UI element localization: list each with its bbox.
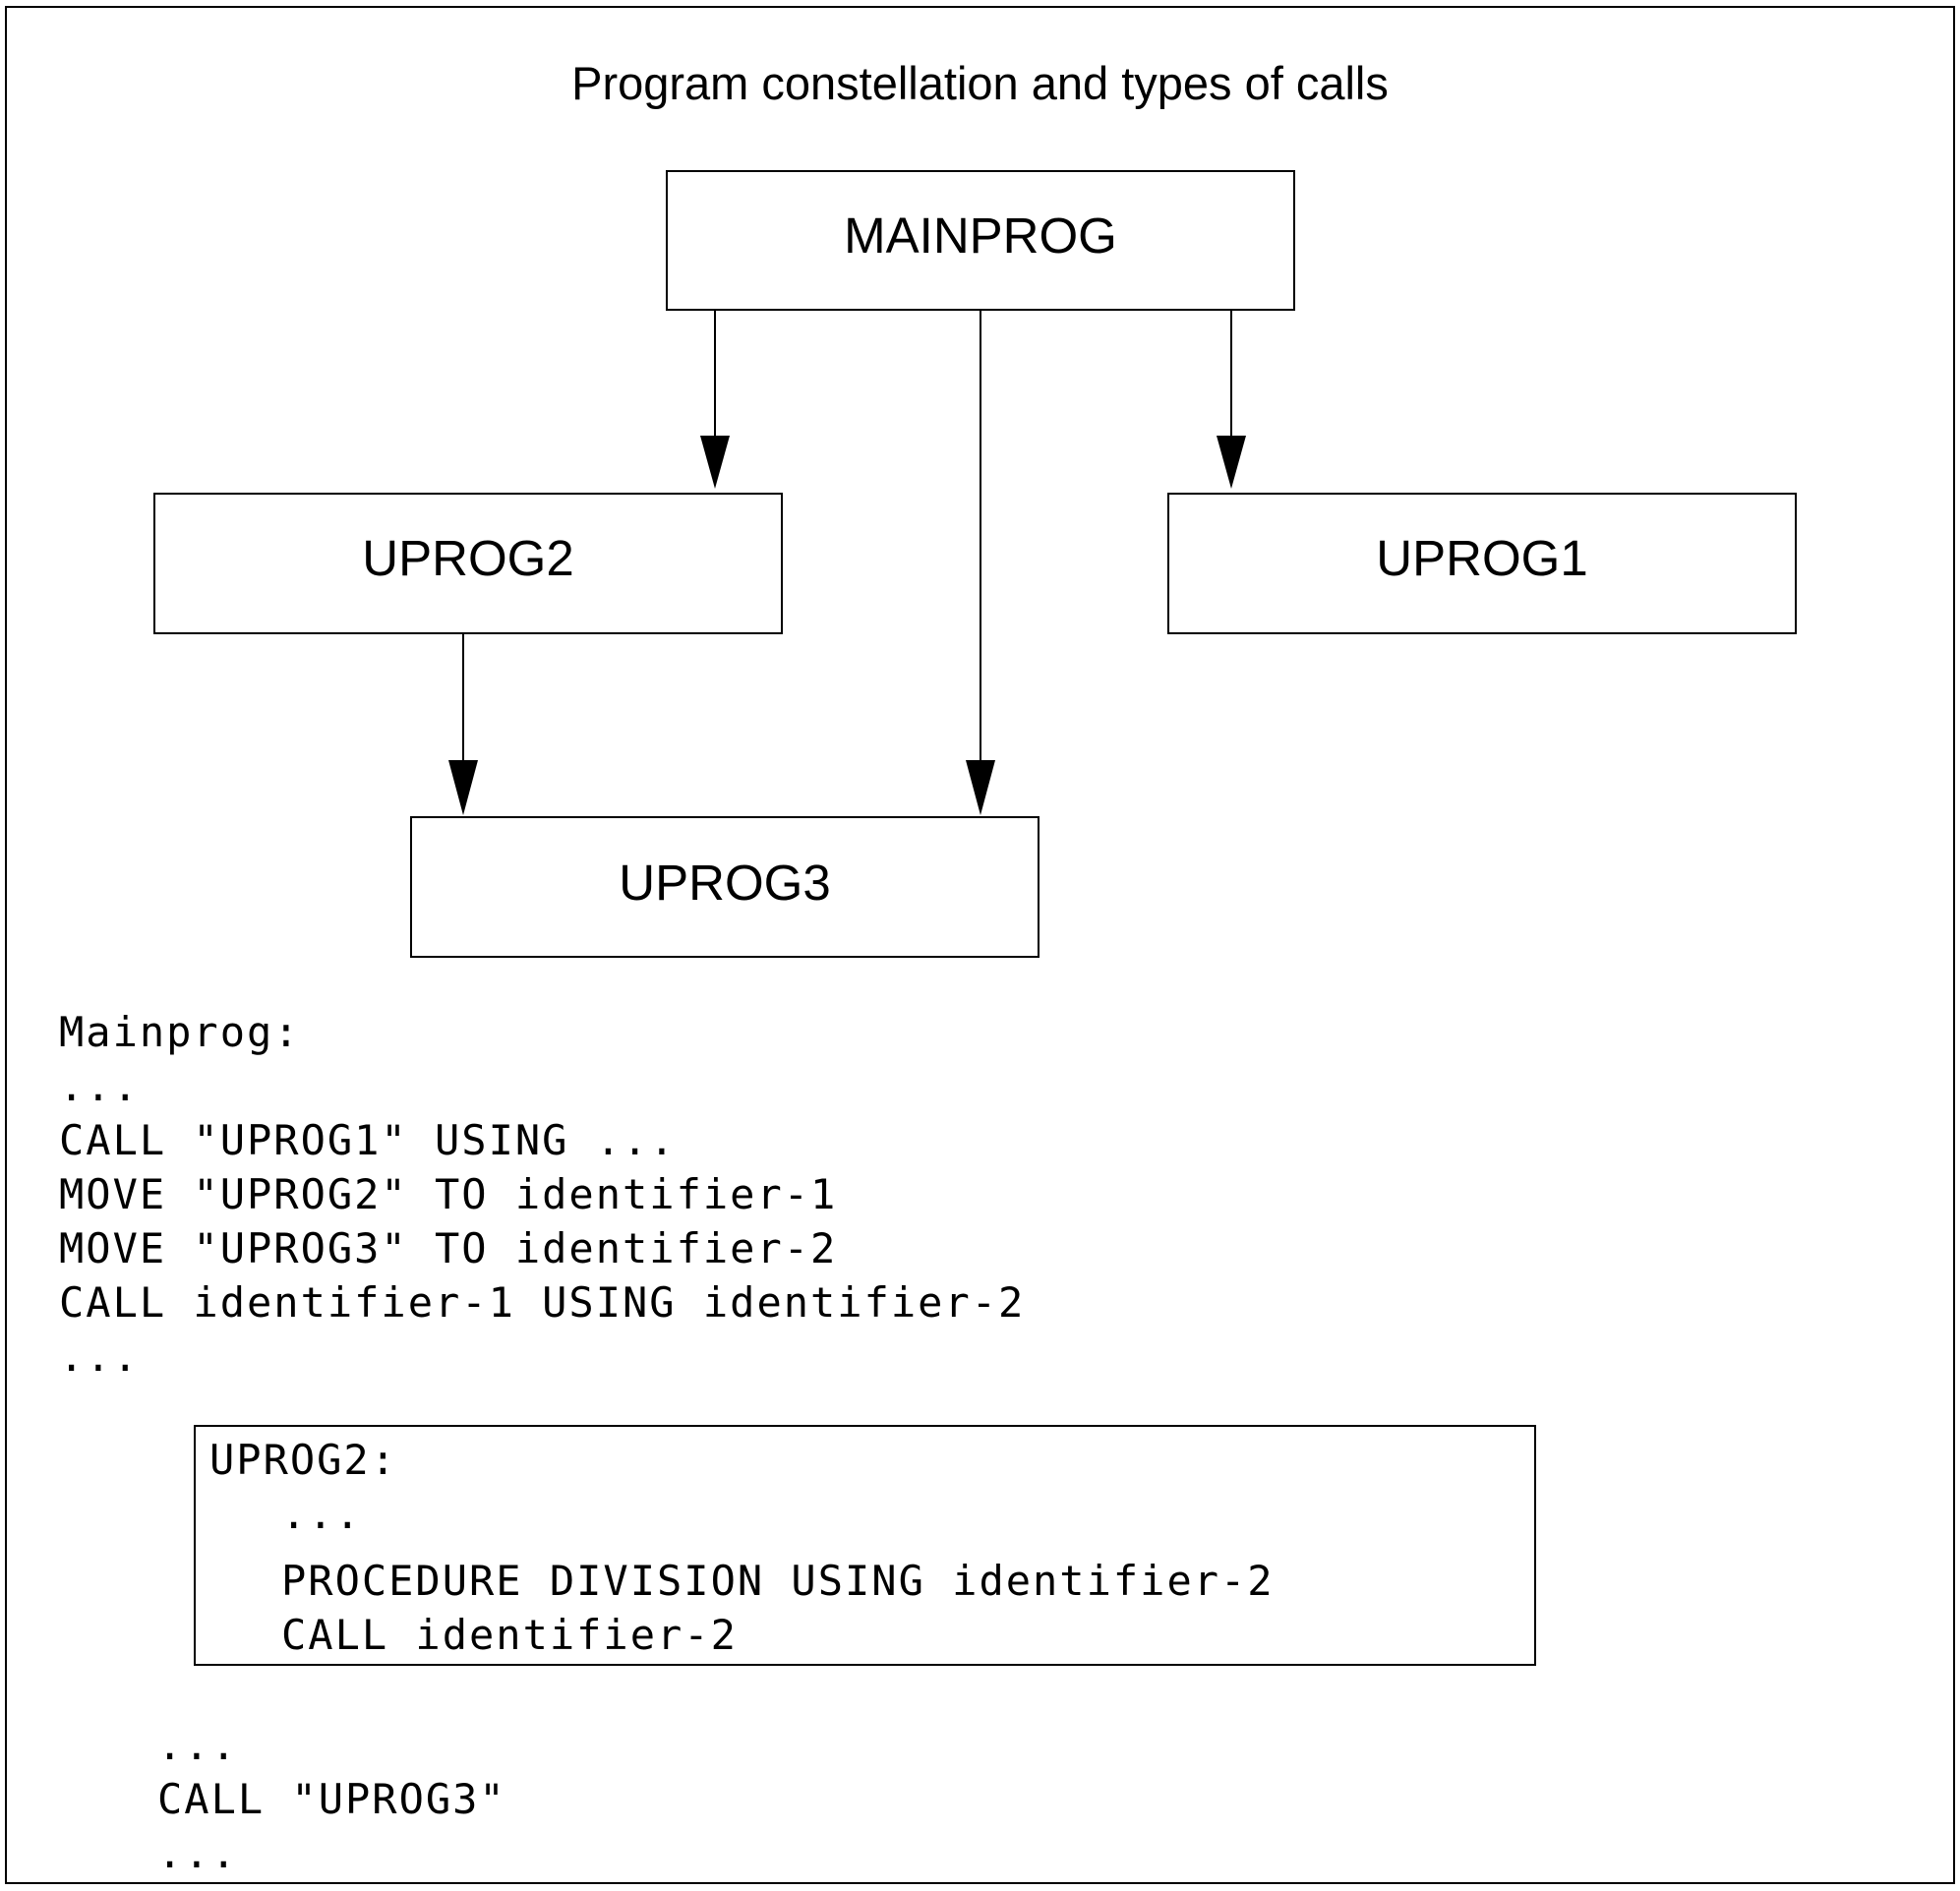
uprog2-code-line: ... [281, 1490, 362, 1538]
arrow-uprog2-uprog3-head [448, 760, 478, 815]
uprog2-label: UPROG2 [362, 530, 574, 586]
mainprog-code-line: ... [59, 1062, 140, 1110]
diagram-frame [5, 6, 1955, 1884]
uprog1-label: UPROG1 [1376, 530, 1588, 586]
uprog2-code-line: CALL identifier-2 [281, 1611, 738, 1659]
uprog2-code-box [194, 1425, 1536, 1666]
mainprog-code-line: ... [59, 1332, 140, 1381]
mainprog-code-line: MOVE "UPROG3" TO identifier-2 [59, 1224, 838, 1272]
uprog2-box [153, 493, 783, 634]
diagram-title: Program constellation and types of calls [571, 57, 1389, 109]
arrow-mainprog-uprog1-head [1217, 436, 1246, 489]
arrow-mainprog-uprog2-head [700, 436, 730, 489]
mainprog-code-line: MOVE "UPROG2" TO identifier-1 [59, 1170, 838, 1218]
mainprog-label: MAINPROG [844, 207, 1117, 264]
trailing-code-line: ... [157, 1721, 238, 1769]
arrow-mainprog-uprog3-head [966, 760, 995, 815]
uprog1-box [1167, 493, 1797, 634]
trailing-code-line: ... [157, 1829, 238, 1877]
mainprog-code-line: CALL identifier-1 USING identifier-2 [59, 1278, 1026, 1327]
uprog3-label: UPROG3 [619, 855, 831, 911]
uprog3-box [410, 816, 1039, 958]
trailing-code-line: CALL "UPROG3" [157, 1775, 506, 1823]
uprog2-code-header: UPROG2: [209, 1436, 398, 1484]
mainprog-code-line: Mainprog: [59, 1008, 301, 1056]
mainprog-code-line: CALL "UPROG1" USING ... [59, 1116, 677, 1164]
uprog2-code-line: PROCEDURE DIVISION USING identifier-2 [281, 1557, 1275, 1605]
